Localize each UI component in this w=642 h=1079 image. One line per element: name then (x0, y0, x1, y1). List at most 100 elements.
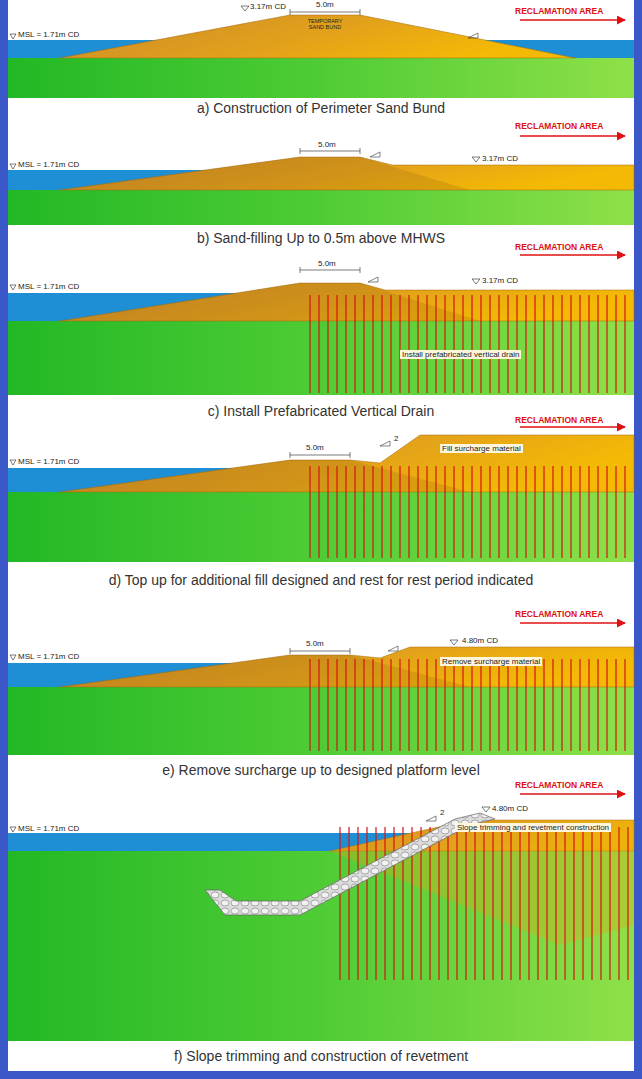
drain-line (327, 295, 328, 393)
drain-line (435, 295, 436, 393)
drain-line (381, 659, 382, 751)
level-label: MSL = 1.71m CD (18, 30, 79, 39)
sand-bund (60, 283, 480, 321)
drain-line (447, 827, 448, 980)
level-label: 4.80m CD (462, 636, 498, 645)
seabed (8, 321, 634, 395)
slope-marker (380, 441, 390, 446)
dimension-line (290, 648, 350, 654)
level-marker (482, 807, 490, 812)
drain-line (354, 659, 355, 751)
drain-line (408, 295, 409, 393)
drain-line (318, 659, 319, 751)
drain-line (465, 827, 466, 980)
drain-line (375, 827, 376, 980)
area-label: RECLAMATION AREA (515, 122, 603, 132)
drain-line (498, 295, 499, 393)
level-label: 5.0m (318, 259, 336, 268)
panel-a (8, 6, 634, 98)
drain-line (480, 295, 481, 393)
drain-line (582, 827, 583, 980)
drain-line (363, 659, 364, 751)
drain-line (579, 466, 580, 558)
drain-line (543, 659, 544, 751)
slope-marker (388, 646, 398, 651)
drain-line (471, 295, 472, 393)
drain-line (480, 659, 481, 751)
level-label: 5.0m (318, 140, 336, 149)
drain-line (357, 827, 358, 980)
level-label: 3.17m CD (482, 154, 518, 163)
level-marker (10, 655, 16, 660)
drain-line (546, 827, 547, 980)
drain-line (426, 659, 427, 751)
drain-line (444, 659, 445, 751)
drain-line (528, 827, 529, 980)
drain-line (597, 295, 598, 393)
drain-line (453, 295, 454, 393)
drain-line (552, 466, 553, 558)
drain-line (579, 659, 580, 751)
area-label: RECLAMATION AREA (515, 243, 603, 253)
drain-line (609, 827, 610, 980)
platform-fill (60, 647, 634, 687)
level-marker (472, 157, 480, 162)
rock-revetment (205, 813, 495, 915)
sand-bund (60, 15, 575, 58)
drain-line (519, 827, 520, 980)
vertical-drains (310, 295, 625, 393)
drain-line (600, 827, 601, 980)
drain-line (498, 466, 499, 558)
level-label: MSL = 1.71m CD (18, 282, 79, 291)
drain-line (570, 295, 571, 393)
drain-line (489, 659, 490, 751)
drain-line (624, 295, 625, 393)
drain-line (471, 466, 472, 558)
panel-c (8, 255, 634, 395)
drain-line (426, 295, 427, 393)
direction-arrow (520, 135, 625, 137)
drain-line (489, 466, 490, 558)
bund-label: TEMPORARY SAND BUND (305, 18, 345, 30)
level-label: MSL = 1.71m CD (18, 160, 79, 169)
seabed (8, 687, 634, 755)
drain-line (516, 466, 517, 558)
level-label: 3.17m CD (482, 276, 518, 285)
level-label: 2 (440, 808, 444, 817)
level-marker (10, 34, 16, 39)
drain-line (429, 827, 430, 980)
drain-line (336, 295, 337, 393)
drain-line (393, 827, 394, 980)
drain-line (399, 466, 400, 558)
vertical-drains (340, 827, 628, 980)
slope-marker (370, 152, 380, 157)
drain-line (606, 295, 607, 393)
drain-line (309, 295, 310, 393)
panel-e (8, 623, 634, 755)
drain-line (336, 659, 337, 751)
drain-line (408, 659, 409, 751)
drain-line (345, 295, 346, 393)
drain-line (525, 466, 526, 558)
panel-caption: f) Slope trimming and construction of re… (21, 1048, 621, 1064)
level-marker (472, 279, 480, 284)
drain-line (318, 295, 319, 393)
drain-line (534, 466, 535, 558)
drain-line (444, 466, 445, 558)
drain-line (579, 295, 580, 393)
drain-line (543, 466, 544, 558)
drain-line (318, 466, 319, 558)
drain-line (381, 466, 382, 558)
drain-line (507, 466, 508, 558)
drain-line (489, 295, 490, 393)
drain-line (561, 295, 562, 393)
panel-caption: a) Construction of Perimeter Sand Bund (21, 100, 621, 116)
drain-line (615, 295, 616, 393)
drain-line (381, 295, 382, 393)
drain-line (372, 466, 373, 558)
area-label: RECLAMATION AREA (515, 610, 603, 620)
white-panel (8, 0, 634, 1071)
seabed (8, 190, 634, 225)
direction-arrow (520, 426, 625, 428)
